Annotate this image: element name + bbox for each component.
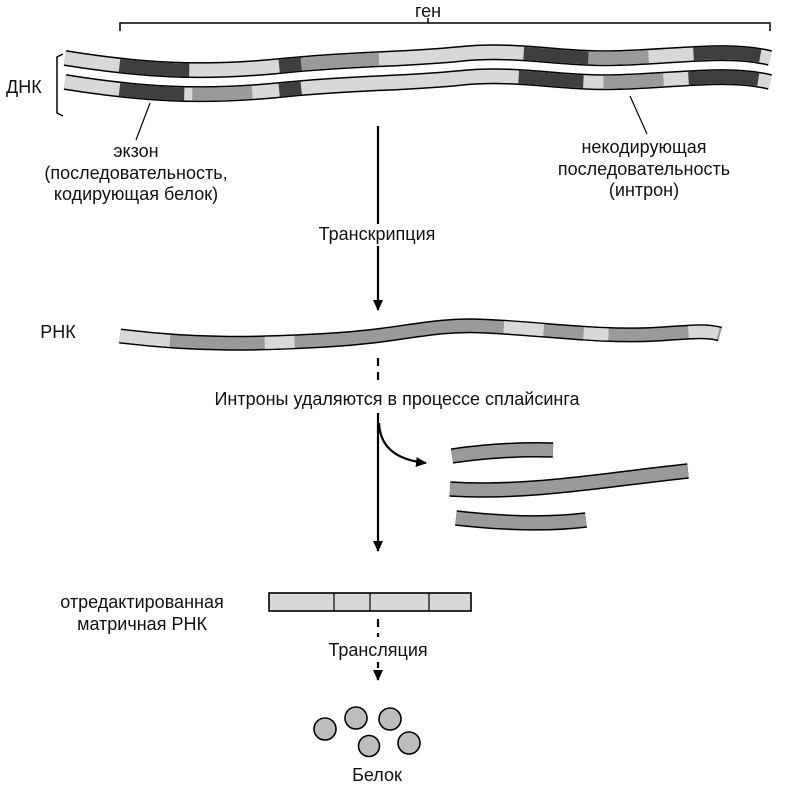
protein-circle-1 (313, 717, 337, 741)
splicing-note: Интроны удаляются в процессе сплайсинга (210, 389, 584, 411)
protein-circle-5 (397, 731, 421, 755)
dna-label: ДНК (6, 77, 42, 97)
removed-introns-branch-arrow (377, 422, 427, 467)
intron-leader-line (629, 95, 648, 135)
removed-intron-1 (451, 443, 554, 463)
protein-label: Белок (352, 765, 402, 785)
edited-mrna-segment-dividers (333, 593, 430, 611)
removed-intron-2 (449, 464, 689, 497)
exon-note: экзон (последовательность, кодирующая бе… (44, 141, 228, 205)
protein-circle-4 (357, 734, 381, 758)
edited-mrna-label: отредактированная матричная РНК (60, 592, 224, 634)
rna-strand-base (119, 319, 722, 350)
rna-label: РНК (40, 322, 76, 342)
dna-strand-2-mid-segments (63, 69, 772, 101)
intron-note: некодирующая последовательность (интрон) (557, 137, 731, 201)
transcription-label: Транскрипция (314, 224, 440, 246)
dna-bracket (56, 53, 64, 117)
gene-label: ген (414, 1, 442, 21)
translation-label: Трансляция (324, 640, 432, 662)
protein-circle-2 (344, 706, 368, 730)
exon-leader-line (135, 102, 151, 141)
dna-strand-1-base (63, 45, 772, 77)
removed-intron-3 (455, 511, 587, 530)
protein-circle-3 (378, 707, 402, 731)
gene-span-bracket (119, 18, 771, 31)
